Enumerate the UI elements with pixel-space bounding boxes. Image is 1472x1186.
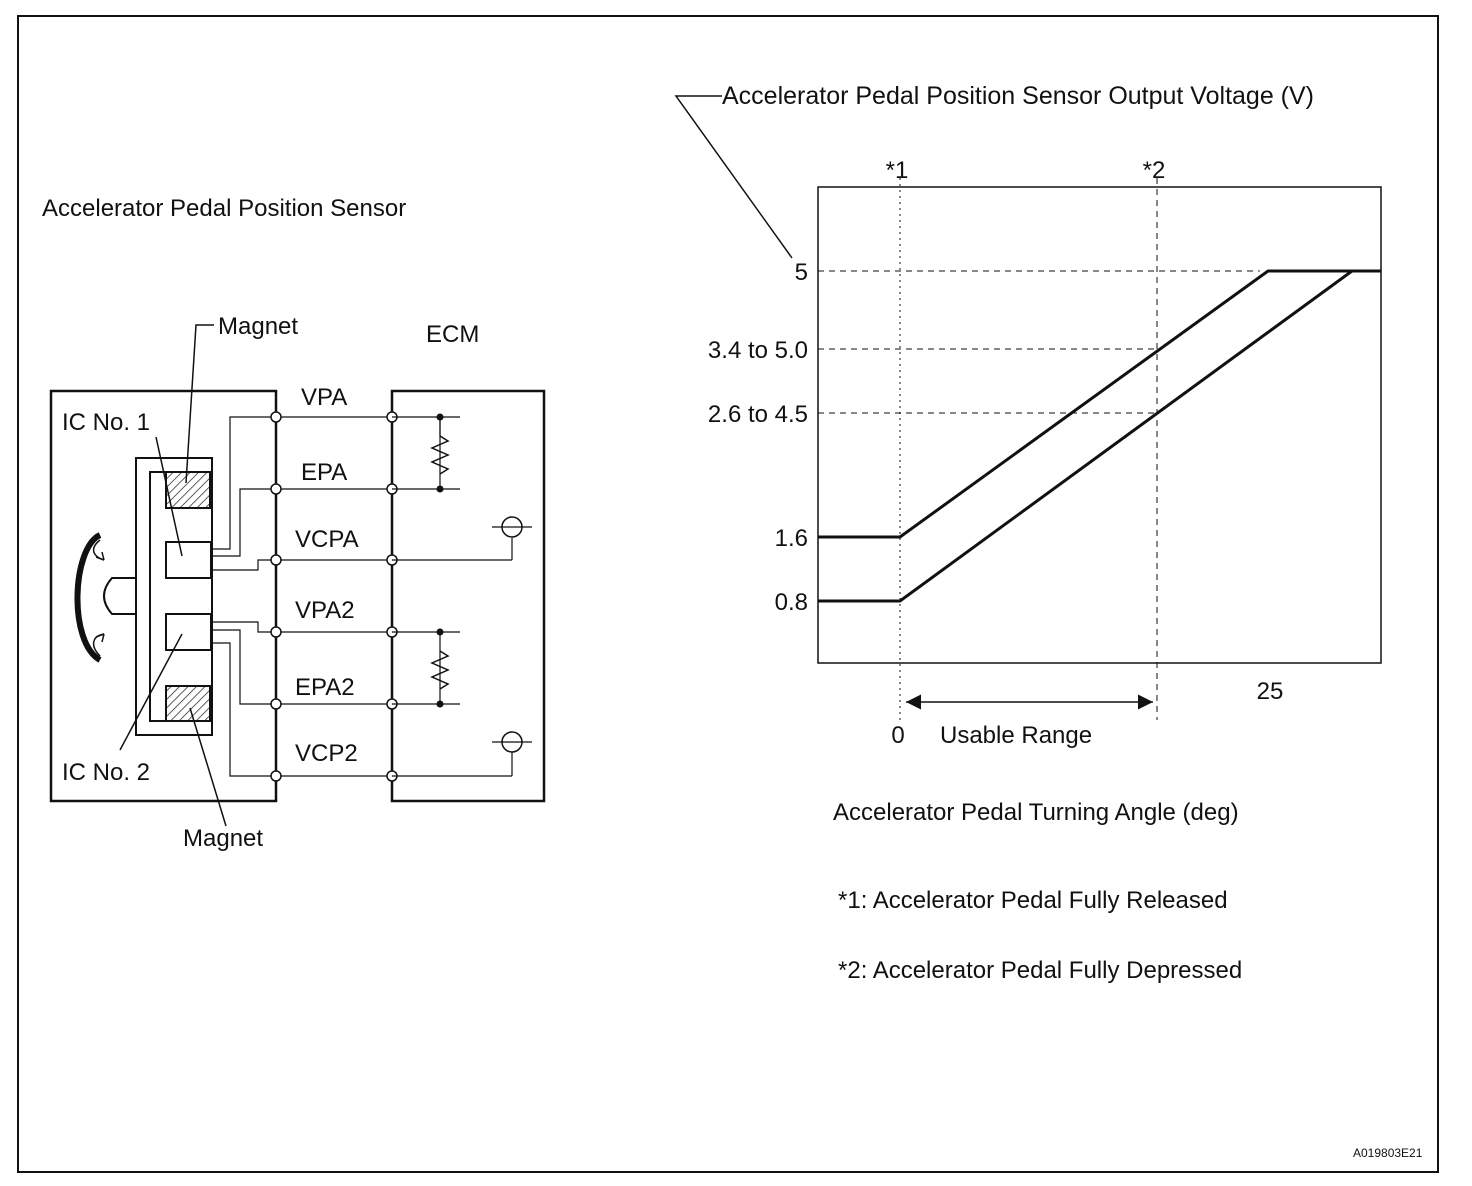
ic1-label: IC No. 1 (62, 409, 150, 436)
series-line (818, 269, 1381, 603)
ecm-junction-dots (436, 413, 444, 708)
y-tick-label: 0.8 (775, 589, 808, 616)
footnote-2: *2: Accelerator Pedal Fully Depressed (838, 957, 1242, 984)
x-tick-label: 25 (1257, 678, 1284, 705)
chart-layer: *1 *2 0.8 1.6 2.6 to 4.5 3.4 to 5.0 5 0 25Usable… (708, 157, 1381, 749)
ecm-resistor-2 (430, 650, 450, 690)
terminal-label: VCPA (295, 526, 359, 553)
terminal-label: EPA (301, 459, 347, 486)
ic2-label: IC No. 2 (62, 759, 150, 786)
sensor-title: Accelerator Pedal Position Sensor (42, 195, 406, 222)
footnote-1: *1: Accelerator Pedal Fully Released (838, 887, 1228, 914)
terminal-label: EPA2 (295, 674, 355, 701)
magnet-holder-inner (149, 471, 213, 722)
power-source-symbol (492, 516, 532, 538)
x-tick-label: 0 (891, 722, 904, 749)
magnet-top-block (165, 471, 211, 509)
terminal-wires (276, 416, 392, 777)
ic2-chip (165, 613, 212, 651)
plot-frame (817, 186, 1382, 664)
y-tick-label: 3.4 to 5.0 (708, 337, 808, 364)
figure-code: A019803E21 (1353, 1146, 1423, 1160)
x-axis-label: Accelerator Pedal Turning Angle (deg) (833, 799, 1239, 826)
ecm-resistor-1 (430, 435, 450, 475)
terminal-label: VPA (301, 384, 347, 411)
y-tick-label: 1.6 (775, 525, 808, 552)
ecm-box (390, 389, 546, 803)
magnet-top-label: Magnet (218, 313, 298, 340)
magnet-bottom-block (165, 685, 211, 722)
y-tick-label: 2.6 to 4.5 (708, 401, 808, 428)
terminal-label: VCP2 (295, 740, 358, 767)
sensor-internal-wires (211, 416, 276, 777)
ic2-leader (119, 633, 183, 751)
magnet-top-leader (185, 324, 214, 484)
marker-label: *1 (886, 157, 909, 184)
rotation-icon (74, 532, 136, 663)
ic1-leader (155, 436, 183, 557)
sensor-box (49, 389, 278, 803)
terminal-label: VPA2 (295, 597, 355, 624)
magnet-bottom-leader (189, 707, 227, 827)
ic1-chip (165, 541, 212, 579)
chart-title: Accelerator Pedal Position Sensor Output… (722, 82, 1314, 110)
figure-frame (17, 15, 1439, 1173)
usable-range-label: Usable Range (940, 722, 1092, 749)
marker-label: *2 (1143, 157, 1166, 184)
power-source-symbol (492, 731, 532, 753)
ecm-label: ECM (426, 321, 479, 348)
y-tick-label: 5 (795, 259, 808, 286)
ecm-internal-wires (392, 416, 513, 777)
series-line (818, 269, 1381, 539)
y-axis-title-leader (674, 95, 793, 259)
magnet-bottom-label: Magnet (183, 825, 263, 852)
